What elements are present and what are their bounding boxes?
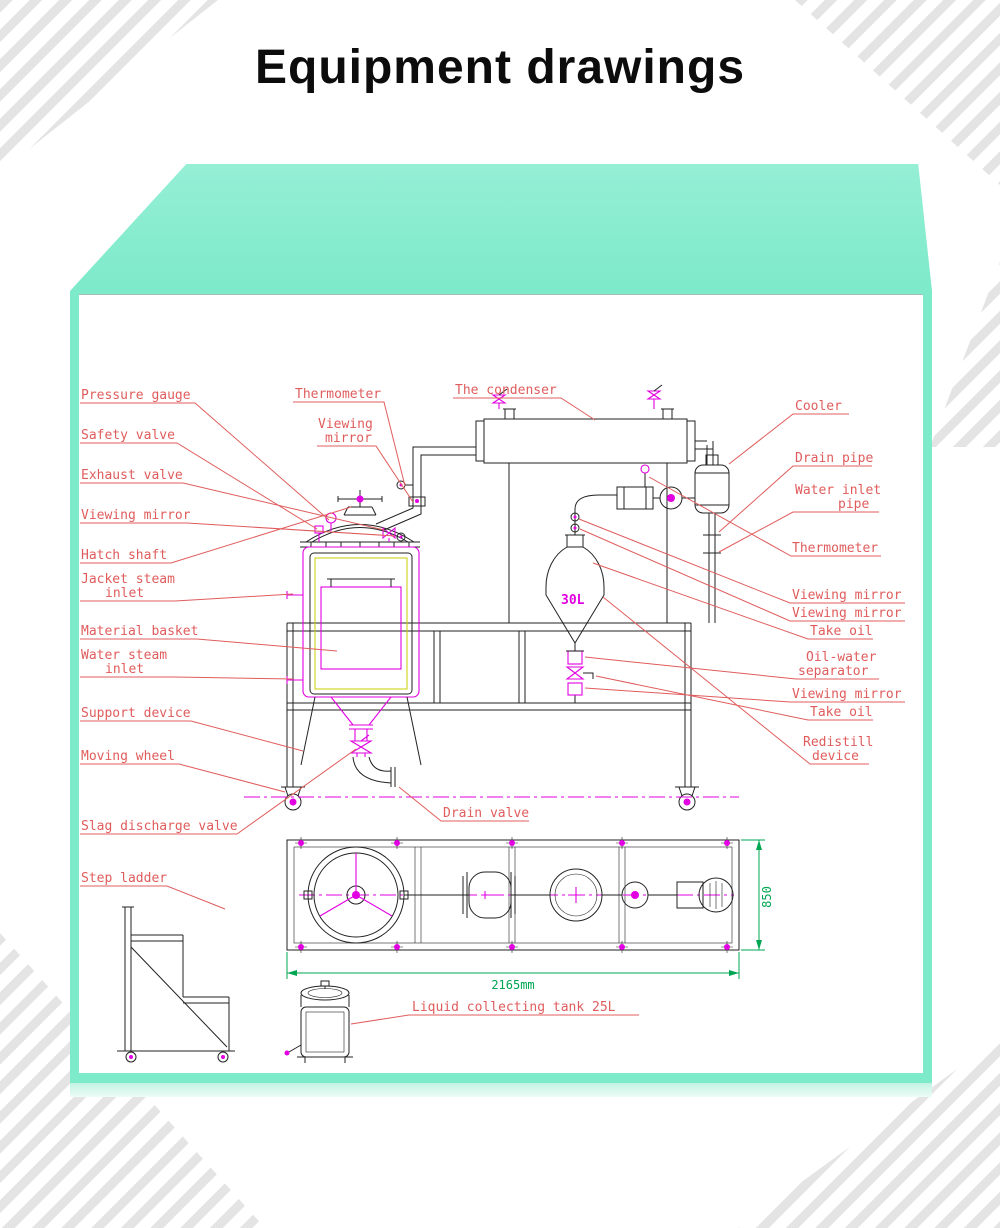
label-pressure-gauge: Pressure gauge (81, 388, 191, 403)
label-viewing-1: Viewing (318, 417, 373, 432)
label-thermometer-top: Thermometer (295, 387, 381, 402)
label-oil-water-2: separator (798, 664, 869, 679)
label-thermometer-right: Thermometer (792, 541, 878, 556)
label-water-inlet-1: Water inlet (795, 483, 881, 498)
dimensions: 2165mm 850 (286, 839, 774, 992)
labels-right: Cooler Drain pipe Water inlet pipe Therm… (792, 399, 902, 764)
label-redistill-2: device (812, 749, 859, 764)
label-water-inlet-2: pipe (838, 497, 869, 512)
label-support-device: Support device (81, 706, 191, 721)
frame-skid (281, 463, 699, 811)
label-drain-pipe: Drain pipe (795, 451, 873, 466)
label-cooler: Cooler (795, 399, 842, 414)
cooler (694, 454, 730, 623)
label-take-oil-2: Take oil (810, 705, 873, 720)
label-viewing-2: mirror (325, 431, 372, 446)
label-slag-discharge-valve: Slag discharge valve (81, 819, 238, 834)
vapor-pipe (375, 446, 476, 531)
label-the-condenser: The condenser (455, 383, 557, 398)
label-dim-height: 850 (760, 886, 774, 908)
label-viewing-mirror-r3: Viewing mirror (792, 687, 902, 702)
drawing-area: 30L (79, 294, 923, 1073)
label-material-basket: Material basket (81, 624, 198, 639)
label-tank-capacity: 30L (561, 593, 585, 608)
label-viewing-mirror-r2: Viewing mirror (792, 606, 902, 621)
label-viewing-mirror-r1: Viewing mirror (792, 588, 902, 603)
page-title: Equipment drawings (254, 41, 746, 94)
label-safety-valve: Safety valve (81, 428, 175, 443)
redistill-tank: 30L (545, 534, 605, 703)
panel-bottom-edge (70, 1083, 932, 1097)
pump-separator (570, 464, 695, 535)
label-jacket-steam-1: Jacket steam (81, 572, 175, 587)
stripe-decoration-right-middle (930, 262, 1000, 447)
labels-left: Pressure gauge Safety valve Exhaust valv… (81, 388, 238, 886)
label-moving-wheel: Moving wheel (81, 749, 175, 764)
condenser (475, 408, 714, 465)
panel-top-face (70, 164, 932, 291)
panel-front-face: 30L (70, 291, 932, 1083)
label-water-steam-2: inlet (105, 662, 144, 677)
labels-top: Thermometer Viewing mirror The condenser (295, 383, 557, 446)
step-ladder (117, 906, 235, 1063)
top-valves (491, 384, 663, 409)
label-redistill-1: Redistill (803, 735, 873, 750)
label-water-steam-1: Water steam (81, 648, 167, 663)
equipment-drawing-svg: 30L (80, 383, 905, 1063)
label-oil-water-1: Oil-water (806, 650, 877, 665)
label-drain-valve: Drain valve (443, 806, 529, 821)
main-vessel (286, 490, 422, 787)
label-viewing-mirror-left: Viewing mirror (81, 508, 191, 523)
label-take-oil-1: Take oil (810, 624, 873, 639)
labels-bottom: Drain valve Liquid collecting tank 25L (412, 806, 616, 1015)
label-exhaust-valve: Exhaust valve (81, 468, 183, 483)
plan-view (286, 836, 740, 954)
label-step-ladder: Step ladder (81, 871, 167, 886)
leader-lines (80, 397, 905, 1025)
label-liquid-collecting-tank: Liquid collecting tank 25L (412, 1000, 616, 1015)
label-dim-length: 2165mm (491, 978, 534, 992)
label-jacket-steam-2: inlet (105, 586, 144, 601)
label-hatch-shaft: Hatch shaft (81, 548, 167, 563)
liquid-collecting-tank (284, 980, 353, 1063)
